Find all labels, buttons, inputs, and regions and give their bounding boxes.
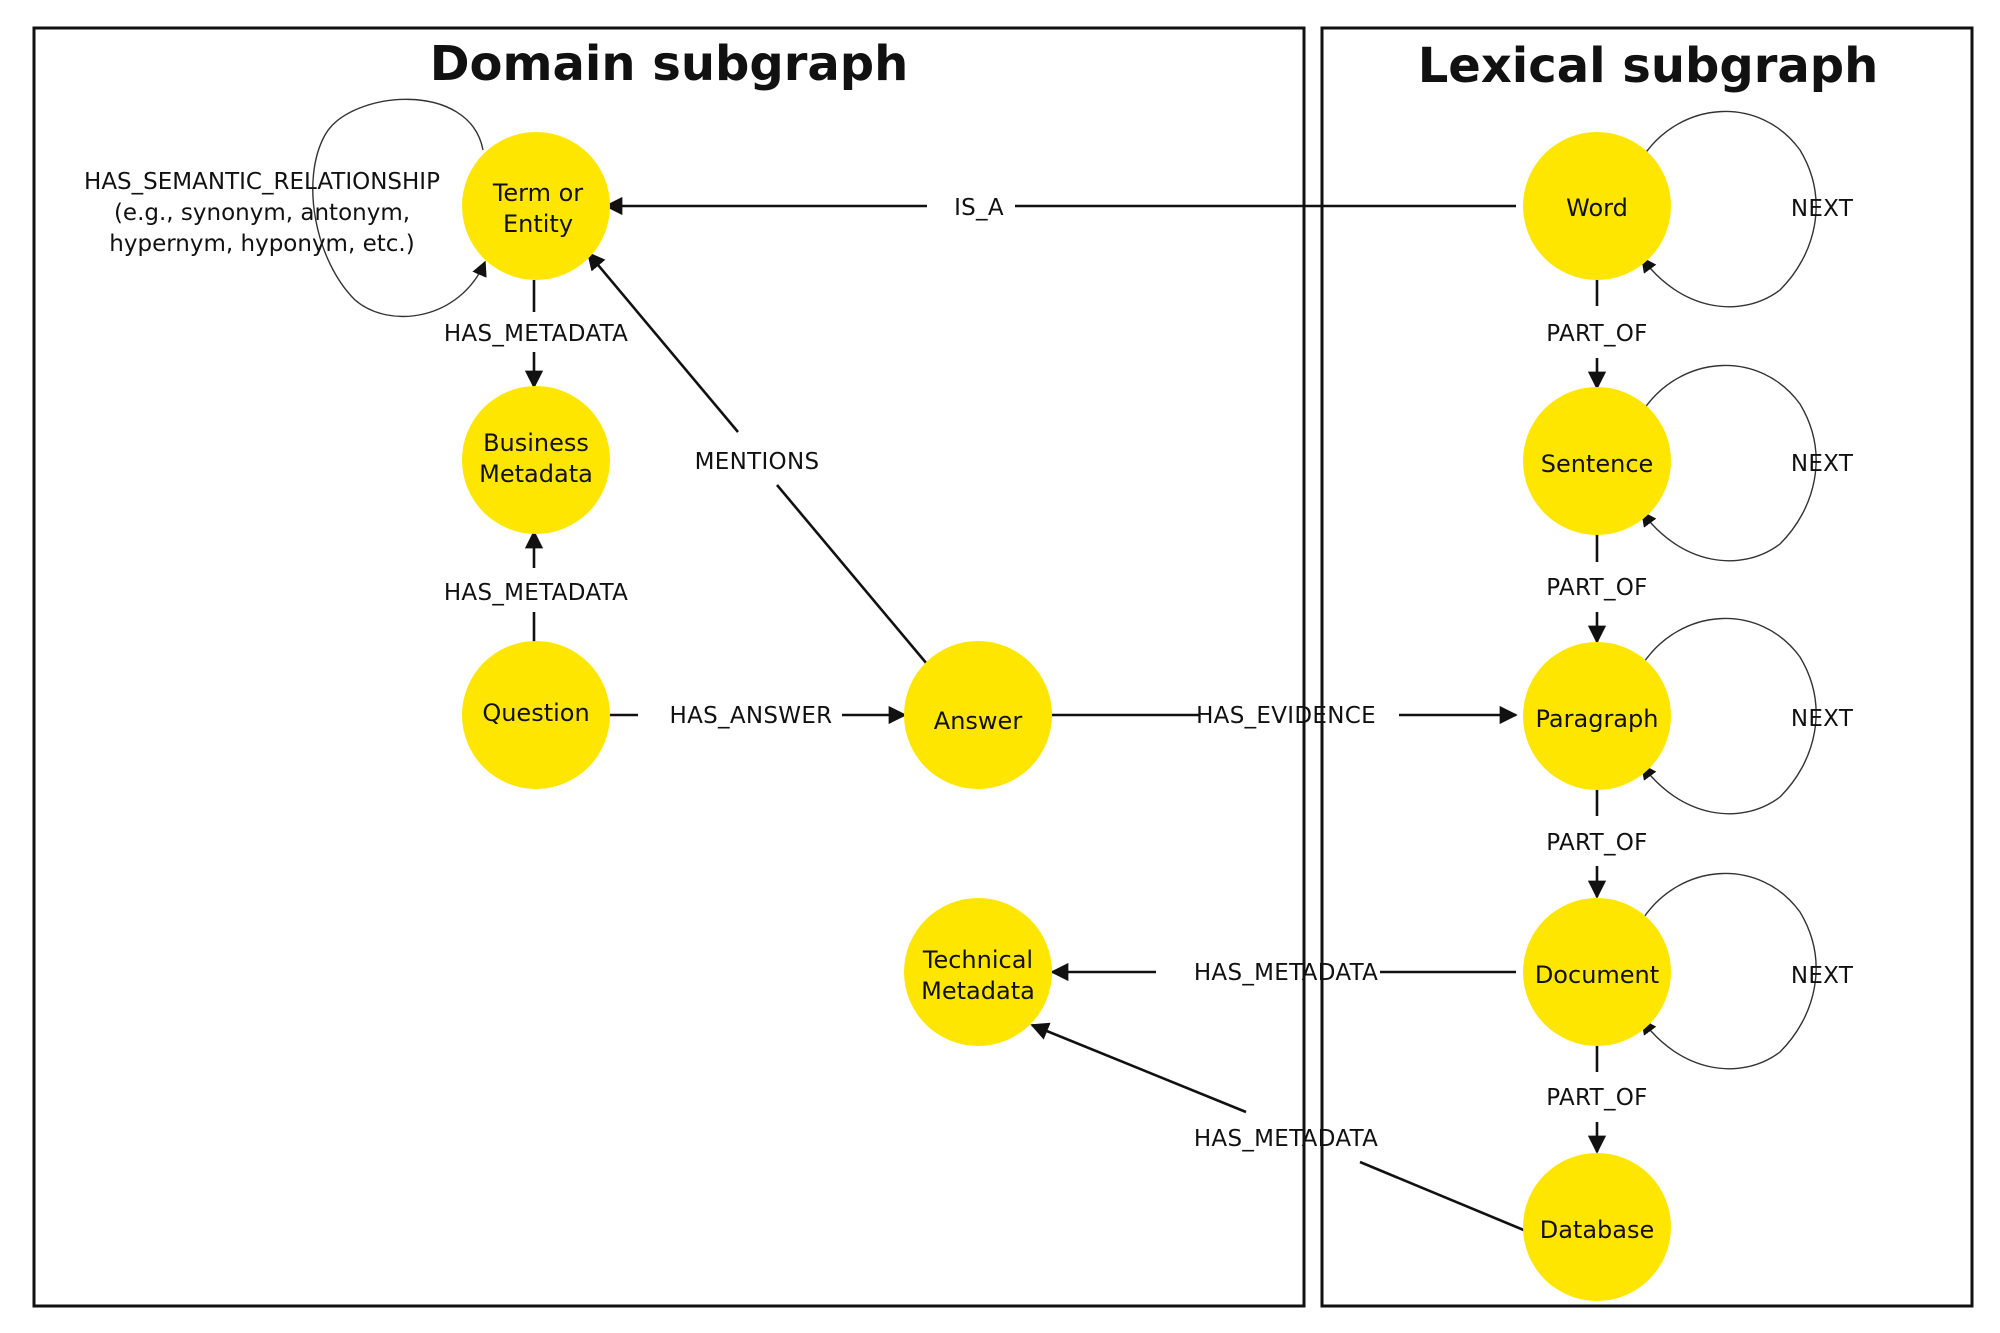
word-next-label: NEXT	[1791, 196, 1854, 222]
business-metadata-label-line2: Metadata	[479, 460, 593, 488]
word-node	[1523, 132, 1671, 280]
term-has-metadata-label: HAS_METADATA	[444, 321, 628, 347]
paragraph-part-of-label: PART_OF	[1546, 830, 1647, 856]
question-node	[462, 641, 610, 789]
term-entity-label-line1: Term or	[492, 179, 583, 207]
database-has-metadata-label: HAS_METADATA	[1194, 1126, 1378, 1152]
question-label: Question	[482, 699, 589, 727]
sentence-part-of-label: PART_OF	[1546, 575, 1647, 601]
paragraph-label: Paragraph	[1536, 705, 1659, 733]
sentence-label: Sentence	[1541, 450, 1654, 478]
mentions-edge-upper	[586, 251, 739, 433]
semantic-relationship-label-line2: (e.g., synonym, antonym,	[114, 200, 410, 226]
database-has-metadata-edge-lower	[1359, 1160, 1527, 1233]
answer-node	[904, 641, 1052, 789]
business-metadata-node	[462, 386, 610, 534]
has-evidence-label: HAS_EVIDENCE	[1196, 703, 1376, 729]
domain-subgraph-title: Domain subgraph	[430, 36, 909, 92]
semantic-relationship-label-line1: HAS_SEMANTIC_RELATIONSHIP	[84, 169, 440, 195]
question-has-metadata-label: HAS_METADATA	[444, 580, 628, 606]
paragraph-next-loop	[1641, 617, 1817, 815]
sentence-next-label: NEXT	[1791, 451, 1854, 477]
mentions-label: MENTIONS	[695, 449, 820, 475]
technical-metadata-node	[904, 898, 1052, 1046]
semantic-relationship-loop	[312, 98, 487, 318]
word-part-of-label: PART_OF	[1546, 321, 1647, 347]
database-node	[1523, 1153, 1671, 1301]
semantic-relationship-label-line3: hypernym, hyponym, etc.)	[109, 231, 414, 257]
document-next-label: NEXT	[1791, 963, 1854, 989]
is-a-label: IS_A	[954, 195, 1004, 221]
sentence-node	[1523, 387, 1671, 535]
answer-label: Answer	[934, 707, 1023, 735]
paragraph-node	[1523, 642, 1671, 790]
database-label: Database	[1540, 1216, 1655, 1244]
word-label: Word	[1566, 194, 1628, 222]
technical-metadata-label-line2: Metadata	[921, 977, 1035, 1005]
technical-metadata-label-line1: Technical	[922, 946, 1033, 974]
document-next-loop	[1641, 872, 1817, 1070]
business-metadata-label-line1: Business	[483, 429, 589, 457]
has-answer-label: HAS_ANSWER	[670, 703, 833, 729]
word-next-loop	[1641, 110, 1817, 308]
term-entity-label-line2: Entity	[503, 210, 573, 238]
document-label: Document	[1535, 961, 1659, 989]
sentence-next-loop	[1641, 364, 1817, 562]
term-entity-node	[462, 132, 610, 280]
lexical-subgraph-title: Lexical subgraph	[1418, 38, 1879, 94]
document-node	[1523, 898, 1671, 1046]
database-has-metadata-edge-upper	[1030, 1022, 1247, 1114]
domain-subgraph-frame	[32, 26, 1306, 1308]
lexical-subgraph-frame	[1320, 26, 1974, 1308]
paragraph-next-label: NEXT	[1791, 706, 1854, 732]
document-part-of-label: PART_OF	[1546, 1085, 1647, 1111]
mentions-edge-lower	[776, 484, 928, 665]
document-has-metadata-label: HAS_METADATA	[1194, 960, 1378, 986]
